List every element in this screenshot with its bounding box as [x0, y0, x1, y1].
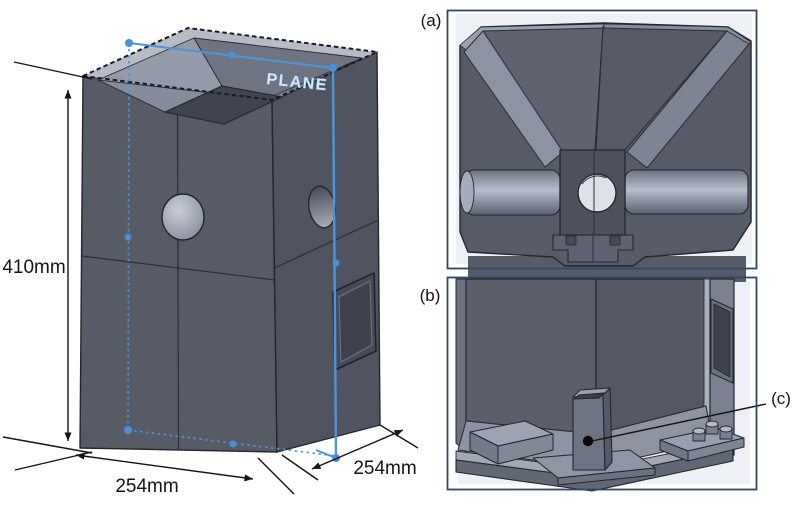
base-plate-front: [557, 467, 656, 486]
panel-a-border: [446, 9, 758, 270]
sketch-dot: [124, 233, 132, 241]
panel-a-label: (a): [421, 11, 442, 30]
panel-b-label: (b): [420, 286, 441, 305]
side-channel-left: [464, 169, 561, 216]
outlet-notch-left: [565, 235, 577, 246]
width-dimension-line: [75, 452, 254, 482]
top-rim-dashed-outline: [82, 27, 378, 101]
sketch-dot: [332, 259, 340, 267]
right-face-horizontal-seam: [274, 219, 379, 269]
panel-b-border: [446, 276, 758, 491]
cylinder-top: [705, 420, 719, 428]
right-wall-window-opening: [713, 303, 731, 378]
left-slab-item: [469, 420, 554, 465]
left-view-isometric-model: PLANE 410mm 254mm 254mm: [2, 27, 419, 497]
section-view-a: [456, 14, 752, 282]
right-face-window: [332, 272, 377, 371]
sketch-dot: [124, 426, 132, 434]
depth-witness-left: [281, 454, 319, 481]
sketch-dot: [228, 51, 236, 59]
width-witness-left: [14, 451, 93, 471]
dimension-annotations: [2, 61, 419, 495]
height-dimension-label: 410mm: [2, 257, 65, 278]
platform-side: [687, 437, 745, 462]
front-face-hole: [161, 193, 205, 241]
sketch-dot: [125, 39, 133, 47]
depth-dimension-line: [311, 429, 404, 470]
cylinder-top: [692, 427, 706, 435]
front-face-horizontal-seam: [81, 255, 275, 281]
outlet-notch-right: [609, 235, 621, 246]
funnel-opening: [164, 85, 283, 125]
height-witness-bottom: [2, 436, 93, 454]
sketch-dot: [329, 64, 337, 72]
depth-dimension-label: 254mm: [353, 458, 416, 479]
central-bore-hole: [577, 173, 617, 213]
component-c-block: [572, 387, 613, 471]
bore-cylinder-seam: [581, 175, 607, 185]
left-slab-side: [497, 433, 554, 465]
small-cylinders: [692, 420, 733, 442]
box-right-face: [271, 51, 381, 453]
component-c-front: [572, 394, 606, 471]
depth-witness-right: [379, 424, 419, 449]
component-c-top-slot: [573, 392, 605, 400]
front-face-vertical-seam: [176, 88, 180, 451]
width-witness-right: [257, 457, 295, 495]
channel-end-cap-left: [459, 170, 475, 214]
funnel-sloped-wedge-right: [626, 30, 750, 169]
side-channel-right: [624, 169, 749, 215]
window-inner-recess: [338, 280, 373, 363]
sketch-bottom-edge-hidden: [127, 429, 337, 457]
cylinder-top: [719, 425, 733, 433]
section-view-b: [455, 278, 767, 492]
component-c-marker-dot: [582, 435, 594, 447]
component-c-side: [602, 387, 613, 471]
sketch-dot: [229, 440, 237, 448]
component-c-leader-line: [591, 403, 767, 442]
panel-c-label: (c): [771, 389, 791, 408]
width-dimension-label: 254mm: [115, 476, 178, 497]
funnel-center-seam: [595, 25, 604, 151]
height-witness-top: [13, 61, 93, 80]
